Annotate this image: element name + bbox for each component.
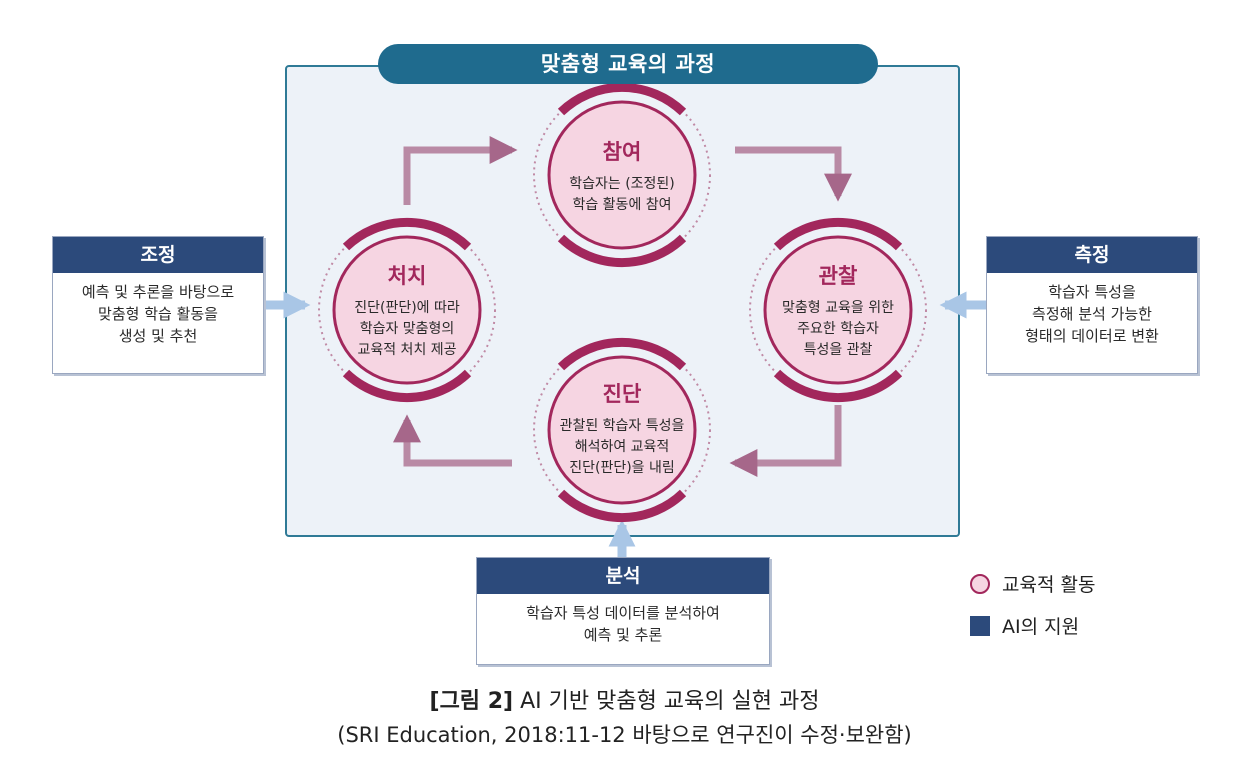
figure-caption: [그림 2] AI 기반 맞춤형 교육의 실현 과정 (SRI Educatio… bbox=[0, 683, 1249, 749]
observation-title: 관찰 bbox=[818, 264, 858, 288]
legend-activity: 교육적 활동 bbox=[970, 570, 1095, 597]
caption-title-line: [그림 2] AI 기반 맞춤형 교육의 실현 과정 bbox=[0, 683, 1249, 719]
ai-card-adjust: 조정 예측 및 추론을 바탕으로 맞춤형 학습 활동을 생성 및 추천 bbox=[52, 236, 264, 374]
legend-activity-label: 교육적 활동 bbox=[1002, 574, 1096, 596]
activity-circle-observation bbox=[749, 217, 927, 403]
ai-card-adjust-desc: 예측 및 추론을 바탕으로 맞춤형 학습 활동을 생성 및 추천 bbox=[81, 283, 235, 345]
diagnosis-desc: 관찰된 학습자 특성을 해석하여 교육적 진단(판단)을 내림 bbox=[559, 418, 685, 476]
ai-card-measure-desc: 학습자 특성을 측정해 분석 가능한 형태의 데이터로 변환 bbox=[1025, 283, 1159, 345]
ai-card-measure-title: 측정 bbox=[987, 237, 1197, 273]
ai-card-analysis-title: 분석 bbox=[477, 558, 769, 594]
flow-arrow-participation-to-observation bbox=[735, 146, 852, 202]
activity-legend-icon bbox=[970, 573, 990, 594]
caption-label: [그림 2] bbox=[429, 689, 514, 714]
ai-card-analysis-desc: 학습자 특성 데이터를 분석하여 예측 및 추론 bbox=[526, 604, 720, 644]
diagnosis-title: 진단 bbox=[602, 382, 642, 406]
participation-text: 참여 학습자는 (조정된) 학습 활동에 참여 bbox=[532, 136, 712, 216]
treatment-text: 처치 진단(판단)에 따라 학습자 맞춤형의 교육적 처치 제공 bbox=[317, 260, 497, 361]
treatment-title: 처치 bbox=[387, 264, 427, 288]
process-title: 맞춤형 교육의 과정 bbox=[378, 44, 878, 84]
activity-circle-treatment bbox=[318, 217, 496, 403]
observation-desc: 맞춤형 교육을 위한 주요한 학습자 특성을 관찰 bbox=[782, 300, 894, 358]
participation-desc: 학습자는 (조정된) 학습 활동에 참여 bbox=[569, 176, 675, 213]
caption-title: AI 기반 맞춤형 교육의 실현 과정 bbox=[520, 689, 820, 714]
legend-ai: AI의 지원 bbox=[970, 612, 1079, 639]
caption-source: (SRI Education, 2018:11-12 바탕으로 연구진이 수정·… bbox=[337, 723, 912, 747]
flow-arrow-treatment-to-participation bbox=[403, 136, 518, 205]
ai-card-adjust-title: 조정 bbox=[53, 237, 263, 273]
observation-text: 관찰 맞춤형 교육을 위한 주요한 학습자 특성을 관찰 bbox=[748, 260, 928, 361]
activity-circle-diagnosis bbox=[533, 337, 711, 523]
ai-card-analysis: 분석 학습자 특성 데이터를 분석하여 예측 및 추론 bbox=[476, 557, 770, 665]
ai-card-measure: 측정 학습자 특성을 측정해 분석 가능한 형태의 데이터로 변환 bbox=[986, 236, 1198, 374]
participation-title: 참여 bbox=[602, 140, 642, 164]
flow-arrow-observation-to-diagnosis bbox=[729, 405, 842, 477]
flow-arrow-diagnosis-to-treatment bbox=[393, 414, 512, 467]
legend-ai-label: AI의 지원 bbox=[1002, 616, 1080, 638]
treatment-desc: 진단(판단)에 따라 학습자 맞춤형의 교육적 처치 제공 bbox=[354, 300, 460, 358]
diagnosis-text: 진단 관찰된 학습자 특성을 해석하여 교육적 진단(판단)을 내림 bbox=[532, 378, 712, 479]
ai-legend-icon bbox=[970, 615, 990, 636]
activity-circle-participation bbox=[533, 82, 711, 268]
